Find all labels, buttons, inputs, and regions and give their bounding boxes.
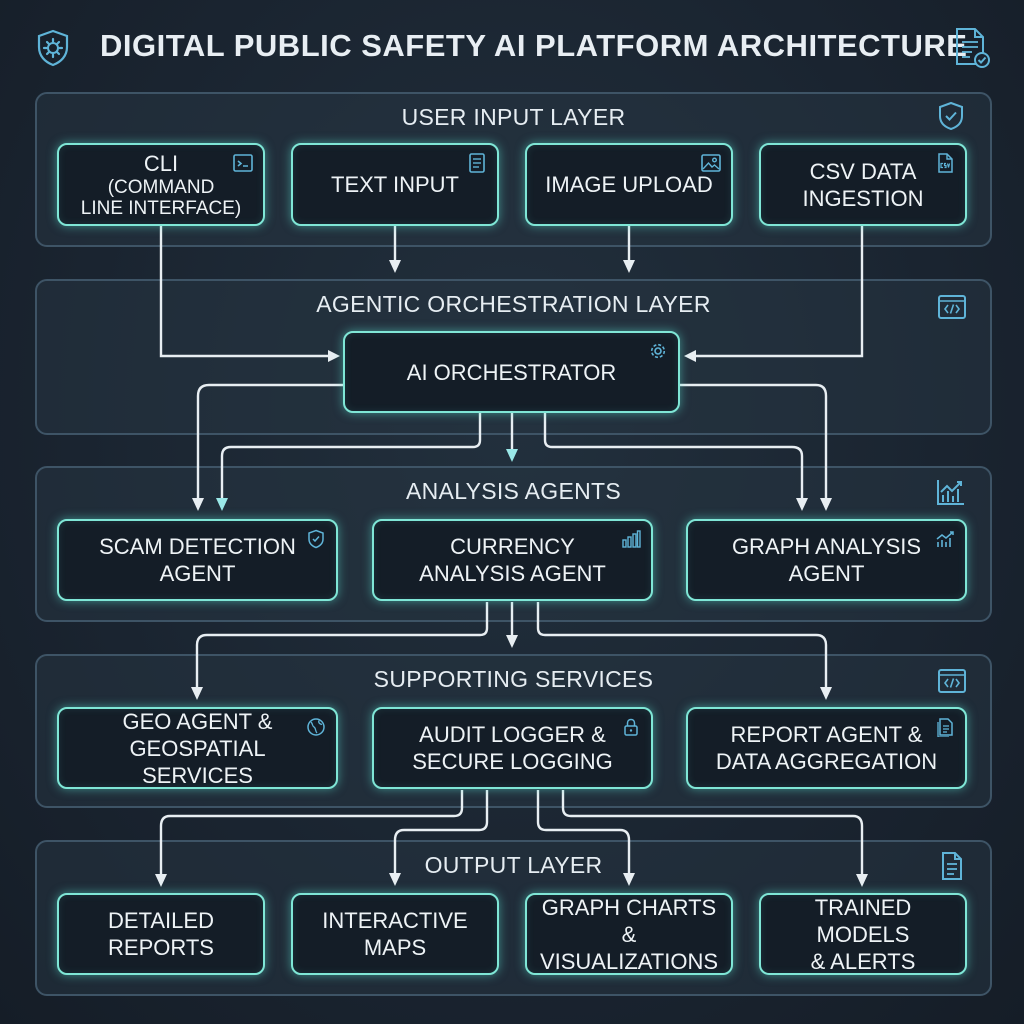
shield-check-icon xyxy=(308,529,324,549)
node-label: AI ORCHESTRATOR xyxy=(406,359,617,385)
report-icon xyxy=(937,718,953,737)
node-label: TRAINED MODELS & ALERTS xyxy=(810,894,916,974)
csv-data-ingestion-node[interactable]: CSV DATA INGESTION xyxy=(759,143,967,226)
shield-gear-icon xyxy=(37,29,69,67)
audit-logger-node[interactable]: AUDIT LOGGER & SECURE LOGGING xyxy=(372,707,653,789)
document-icon xyxy=(942,852,962,880)
geo-agent-node[interactable]: GEO AGENT & GEOSPATIAL SERVICES xyxy=(57,707,338,789)
node-label: TEXT INPUT xyxy=(331,172,459,197)
report-agent-node[interactable]: REPORT AGENT & DATA AGGREGATION xyxy=(686,707,967,789)
layer-title: ANALYSIS AGENTS xyxy=(406,478,621,504)
graph-charts-node[interactable]: GRAPH CHARTS & VISUALIZATIONS xyxy=(525,893,733,975)
cli-node[interactable]: CLI (COMMAND LINE INTERFACE) xyxy=(57,143,265,226)
trained-models-node[interactable]: TRAINED MODELS & ALERTS xyxy=(759,893,967,975)
terminal-icon xyxy=(233,154,253,172)
document-check-icon xyxy=(956,28,990,68)
csv-file-icon xyxy=(938,153,953,173)
globe-icon xyxy=(307,718,325,736)
currency-analysis-agent-node[interactable]: CURRENCY ANALYSIS AGENT xyxy=(372,519,653,601)
node-label: CLI xyxy=(143,151,179,176)
image-icon xyxy=(701,154,721,172)
line-chart-icon xyxy=(937,480,964,505)
trend-chart-icon xyxy=(936,531,954,547)
node-label: CURRENCY ANALYSIS AGENT xyxy=(419,534,606,586)
layer-title: SUPPORTING SERVICES xyxy=(373,666,654,692)
code-window-icon xyxy=(938,295,966,319)
code-window-icon xyxy=(938,669,966,693)
node-label: INTERACTIVE MAPS xyxy=(322,908,468,960)
scam-detection-agent-node[interactable]: SCAM DETECTION AGENT xyxy=(57,519,338,601)
shield-check-icon xyxy=(939,101,963,131)
text-input-node[interactable]: TEXT INPUT xyxy=(291,143,499,226)
lock-icon xyxy=(624,718,638,736)
interactive-maps-node[interactable]: INTERACTIVE MAPS xyxy=(291,893,499,975)
gear-icon xyxy=(650,343,666,359)
node-label: DETAILED REPORTS xyxy=(108,908,214,960)
node-label: IMAGE UPLOAD xyxy=(545,172,713,197)
layer-title: USER INPUT LAYER xyxy=(401,104,626,130)
node-label: CSV DATA INGESTION xyxy=(802,158,924,211)
node-sublabel: (COMMAND LINE INTERFACE) xyxy=(80,177,242,219)
node-label: GRAPH CHARTS & VISUALIZATIONS xyxy=(539,894,719,974)
node-label: GRAPH ANALYSIS AGENT xyxy=(731,534,922,586)
layer-title: AGENTIC ORCHESTRATION LAYER xyxy=(316,291,711,317)
node-label: GEO AGENT & GEOSPATIAL SERVICES xyxy=(122,708,273,788)
page-title: DIGITAL PUBLIC SAFETY AI PLATFORM ARCHIT… xyxy=(100,28,968,63)
layer-title: OUTPUT LAYER xyxy=(424,852,603,878)
ai-orchestrator-node[interactable]: AI ORCHESTRATOR xyxy=(343,331,680,413)
graph-analysis-agent-node[interactable]: GRAPH ANALYSIS AGENT xyxy=(686,519,967,601)
node-label: SCAM DETECTION AGENT xyxy=(99,534,296,586)
document-icon xyxy=(469,153,485,173)
image-upload-node[interactable]: IMAGE UPLOAD xyxy=(525,143,733,226)
detailed-reports-node[interactable]: DETAILED REPORTS xyxy=(57,893,265,975)
node-label: AUDIT LOGGER & SECURE LOGGING xyxy=(412,722,613,774)
node-label: REPORT AGENT & DATA AGGREGATION xyxy=(715,722,938,774)
bar-chart-icon xyxy=(622,530,641,548)
title-bar: DIGITAL PUBLIC SAFETY AI PLATFORM ARCHIT… xyxy=(0,0,1024,90)
